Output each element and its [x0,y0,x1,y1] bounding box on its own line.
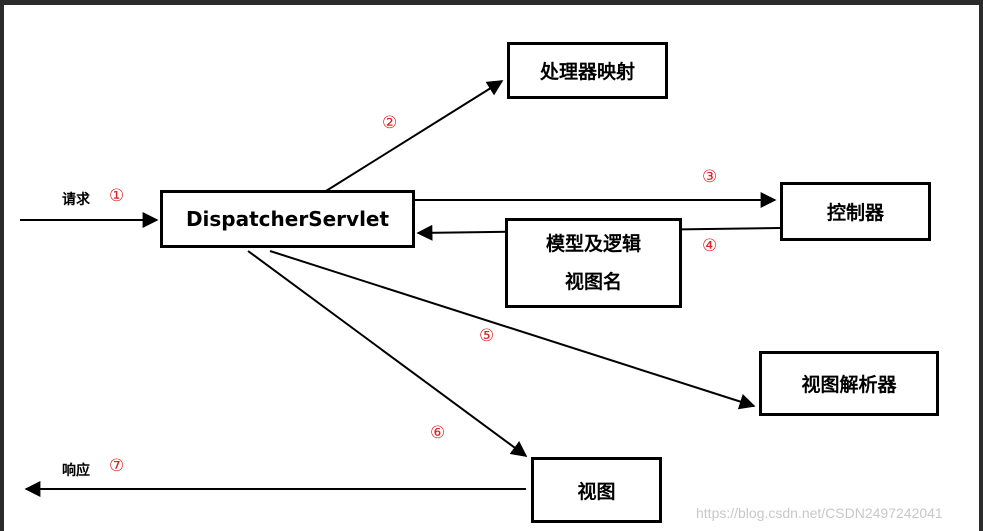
watermark-text: https://blog.csdn.net/CSDN2497242041 [696,505,943,521]
step-2-marker: ② [382,113,398,133]
arrow-to-handler-mapping [325,80,504,192]
flow-arrows [20,80,781,497]
step-1-marker: ① [109,186,125,206]
arrow-to-view-resolver [269,250,756,410]
model-view-name-box: 模型及逻辑 视图名 [505,218,682,308]
arrow-to-view [247,250,528,457]
view-resolver-box: 视图解析器 [759,351,939,416]
step-3-marker: ③ [702,167,718,187]
controller-box: 控制器 [780,182,931,241]
dispatcher-servlet-box: DispatcherServlet [160,190,415,248]
diagram-canvas: DispatcherServlet 处理器映射 控制器 模型及逻辑 视图名 视图… [4,5,979,531]
response-label: 响应 [62,463,90,479]
step-6-marker: ⑥ [430,423,446,443]
view-box: 视图 [531,457,662,523]
handler-mapping-box: 处理器映射 [507,42,668,99]
model-view-line1: 模型及逻辑 [545,233,641,255]
request-label: 请求 [62,192,90,208]
step-7-marker: ⑦ [109,456,125,476]
model-view-line2: 视图名 [564,271,622,293]
step-4-marker: ④ [702,236,718,256]
step-5-marker: ⑤ [479,326,495,346]
